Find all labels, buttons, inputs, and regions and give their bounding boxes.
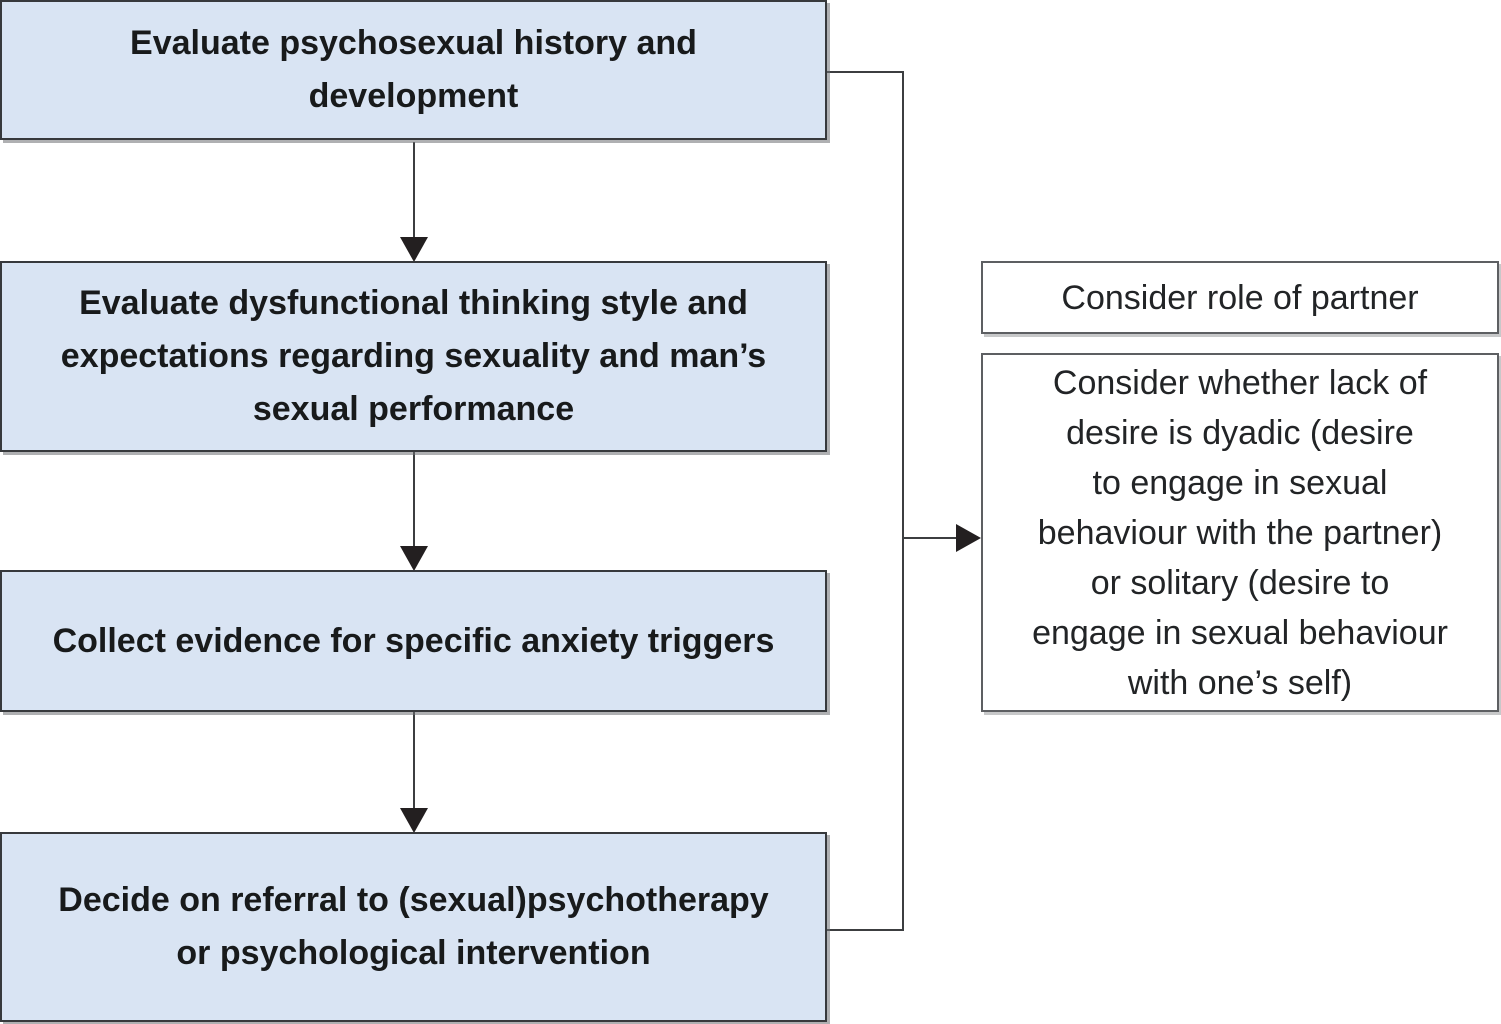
step-evaluate-psychosexual-history-box: Evaluate psychosexual history and develo…	[0, 0, 827, 140]
step-collect-evidence-box: Collect evidence for specific anxiety tr…	[0, 570, 827, 712]
bracket-connector	[827, 71, 904, 931]
arrow-right-head-icon	[956, 524, 981, 552]
note-consider-lack-of-desire-label: Consider whether lack of desire is dyadi…	[1032, 363, 1448, 702]
note-consider-role-of-partner-box: Consider role of partner	[981, 261, 1499, 334]
step-evaluate-dysfunctional-thinking-label: Evaluate dysfunctional thinking style an…	[60, 284, 767, 428]
step-decide-referral-box: Decide on referral to (sexual)psychother…	[0, 832, 827, 1022]
note-consider-lack-of-desire-box: Consider whether lack of desire is dyadi…	[981, 353, 1499, 712]
arrow-down-2-head-icon	[400, 546, 428, 571]
arrow-down-1-head-icon	[400, 237, 428, 262]
arrow-down-3-head-icon	[400, 808, 428, 833]
note-consider-role-of-partner-label: Consider role of partner	[1061, 278, 1419, 317]
step-evaluate-psychosexual-history-label: Evaluate psychosexual history and develo…	[130, 24, 697, 115]
step-evaluate-dysfunctional-thinking-box: Evaluate dysfunctional thinking style an…	[0, 261, 827, 452]
step-decide-referral-label: Decide on referral to (sexual)psychother…	[58, 881, 769, 972]
step-collect-evidence-label: Collect evidence for specific anxiety tr…	[52, 621, 775, 660]
